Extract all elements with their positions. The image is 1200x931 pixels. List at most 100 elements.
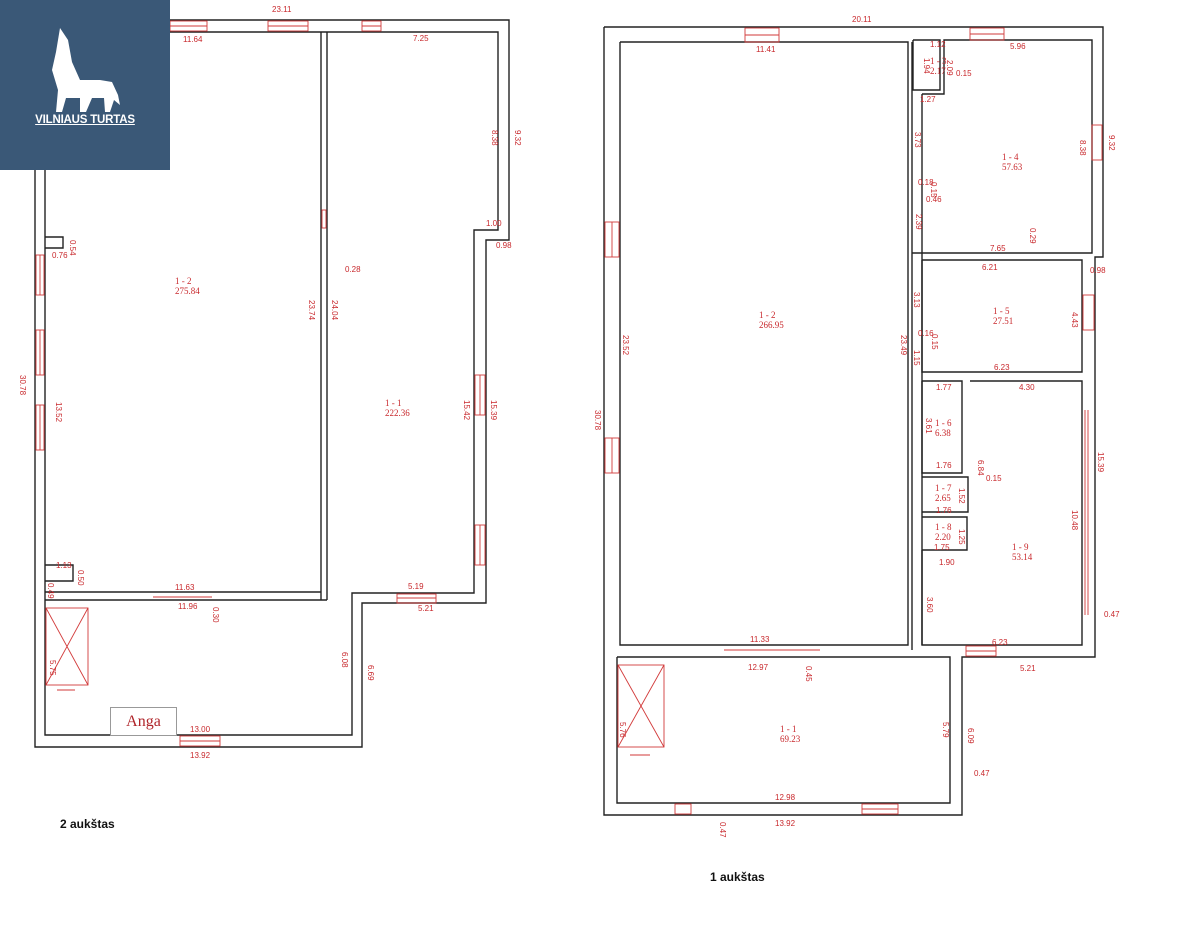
dimension-label: 12.98 xyxy=(775,793,796,802)
vilniaus-turtas-logo: VILNIAUS TURTAS xyxy=(0,0,170,170)
dimension-label: 2.39 xyxy=(914,214,923,230)
dimension-label: 0.45 xyxy=(804,666,813,682)
dimension-label: 13.92 xyxy=(190,751,211,760)
dimension-label: 11.96 xyxy=(178,602,198,611)
logo-text: VILNIAUS TURTAS xyxy=(35,114,135,126)
dimension-label: 7.25 xyxy=(413,34,429,43)
room-id: 1 - 7 xyxy=(935,483,952,493)
floor2-title: 2 aukštas xyxy=(60,817,115,831)
dimension-label: 6.09 xyxy=(966,728,975,744)
dimension-label: 11.41 xyxy=(756,45,776,54)
dimension-label: 0.16 xyxy=(918,329,934,338)
dimension-label: 20.11 xyxy=(852,15,872,24)
room-id: 1 - 8 xyxy=(935,522,952,532)
dimension-label: 6.23 xyxy=(992,638,1008,647)
dimension-label: 1.52 xyxy=(957,488,966,504)
dimension-label: 0.47 xyxy=(974,769,990,778)
dimension-label: 13.00 xyxy=(190,725,211,734)
dimension-label: 9.32 xyxy=(513,130,522,146)
dimension-label: 23.49 xyxy=(899,335,908,356)
room-area: 2.17 xyxy=(930,66,946,76)
dimension-label: 0.28 xyxy=(345,265,361,274)
dimension-label: 30.78 xyxy=(593,410,602,431)
dimension-label: 1.12 xyxy=(930,40,946,49)
floor1-walls xyxy=(603,26,1104,816)
room-id: 1 - 2 xyxy=(175,276,192,286)
wolf-icon xyxy=(52,28,120,112)
room-id: 1 - 9 xyxy=(1012,542,1029,552)
room-area: 222.36 xyxy=(385,408,410,418)
dimension-label: 11.33 xyxy=(750,635,770,644)
dimension-label: 3.73 xyxy=(913,132,922,148)
room-id: 1 - 4 xyxy=(1002,152,1019,162)
dimension-label: 8.38 xyxy=(1078,140,1087,156)
room-area: 275.84 xyxy=(175,286,200,296)
dimension-label: 0.54 xyxy=(68,240,77,256)
dimension-label: 1.00 xyxy=(486,219,502,228)
dimension-label: 0.15 xyxy=(956,69,972,78)
dimension-label: 0.98 xyxy=(496,241,512,250)
dimension-label: 1.90 xyxy=(939,558,955,567)
room-area: 6.38 xyxy=(935,428,951,438)
dimension-label: 1.76 xyxy=(936,461,952,470)
dimension-label: 5.79 xyxy=(941,722,950,738)
room-id: 1 - 6 xyxy=(935,418,952,428)
dimension-label: 0.50 xyxy=(76,570,85,586)
dimension-label: 4.30 xyxy=(1019,383,1035,392)
dimension-label: 5.96 xyxy=(1010,42,1026,51)
room-area: 266.95 xyxy=(759,320,784,330)
dimension-label: 1.25 xyxy=(957,529,966,545)
dimension-label: 30.78 xyxy=(18,375,27,396)
opening-label: Anga xyxy=(110,707,177,736)
dimension-label: 0.76 xyxy=(52,251,68,260)
dimension-label: 0.29 xyxy=(1028,228,1037,244)
room-area: 2.65 xyxy=(935,493,951,503)
dimension-label: 0.30 xyxy=(211,607,220,623)
dimension-label: 15.39 xyxy=(489,400,498,421)
dimension-label: 11.64 xyxy=(183,35,203,44)
dimension-label: 0.15 xyxy=(929,182,938,198)
dimension-label: 0.98 xyxy=(1090,266,1106,275)
room-area: 2.20 xyxy=(935,532,951,542)
dimension-label: 5.21 xyxy=(418,604,434,613)
dimension-label: 10.48 xyxy=(1070,510,1079,531)
dimension-label: 5.21 xyxy=(1020,664,1036,673)
dimension-label: 3.61 xyxy=(924,418,933,434)
room-id: 1 - 2 xyxy=(759,310,776,320)
dimension-label: 8.38 xyxy=(490,130,499,146)
dimension-label: 9.32 xyxy=(1107,135,1116,151)
dimension-label: 7.65 xyxy=(990,244,1006,253)
room-id: 1 - 1 xyxy=(780,724,797,734)
room-id: 1 - 3 xyxy=(930,56,947,66)
dimension-label: 1.13 xyxy=(56,561,72,570)
dimension-label: 0.49 xyxy=(46,583,55,599)
dimension-label: 0.47 xyxy=(1104,610,1120,619)
dimension-label: 4.43 xyxy=(1070,312,1079,328)
dimension-label: 6.23 xyxy=(994,363,1010,372)
dimension-label: 1.76 xyxy=(936,506,952,515)
dimension-label: 0.15 xyxy=(930,334,939,350)
dimension-label: 13.92 xyxy=(775,819,796,828)
dimension-label: 6.69 xyxy=(366,665,375,681)
dimension-label: 23.52 xyxy=(621,335,630,356)
dimension-label: 5.76 xyxy=(618,722,627,738)
dimension-label: 23.11 xyxy=(272,5,292,14)
dimension-label: 0.46 xyxy=(926,195,942,204)
room-id: 1 - 1 xyxy=(385,398,402,408)
dimension-label: 5.19 xyxy=(408,582,424,591)
dimension-label: 3.60 xyxy=(925,597,934,613)
dimension-label: 2.09 xyxy=(945,60,954,76)
dimension-label: 0.18 xyxy=(918,178,934,187)
dimension-label: 3.13 xyxy=(912,292,921,308)
dimension-label: 12.97 xyxy=(748,663,769,672)
room-area: 53.14 xyxy=(1012,552,1033,562)
floor2-windows xyxy=(35,20,486,747)
dimension-label: 15.39 xyxy=(1096,452,1105,473)
room-area: 57.63 xyxy=(1002,162,1023,172)
room-area: 69.23 xyxy=(780,734,801,744)
dimension-label: 1.94 xyxy=(922,58,931,74)
floor1-title: 1 aukštas xyxy=(710,870,765,884)
dimension-label: 11.63 xyxy=(175,583,195,592)
floor1-windows xyxy=(604,27,1103,815)
